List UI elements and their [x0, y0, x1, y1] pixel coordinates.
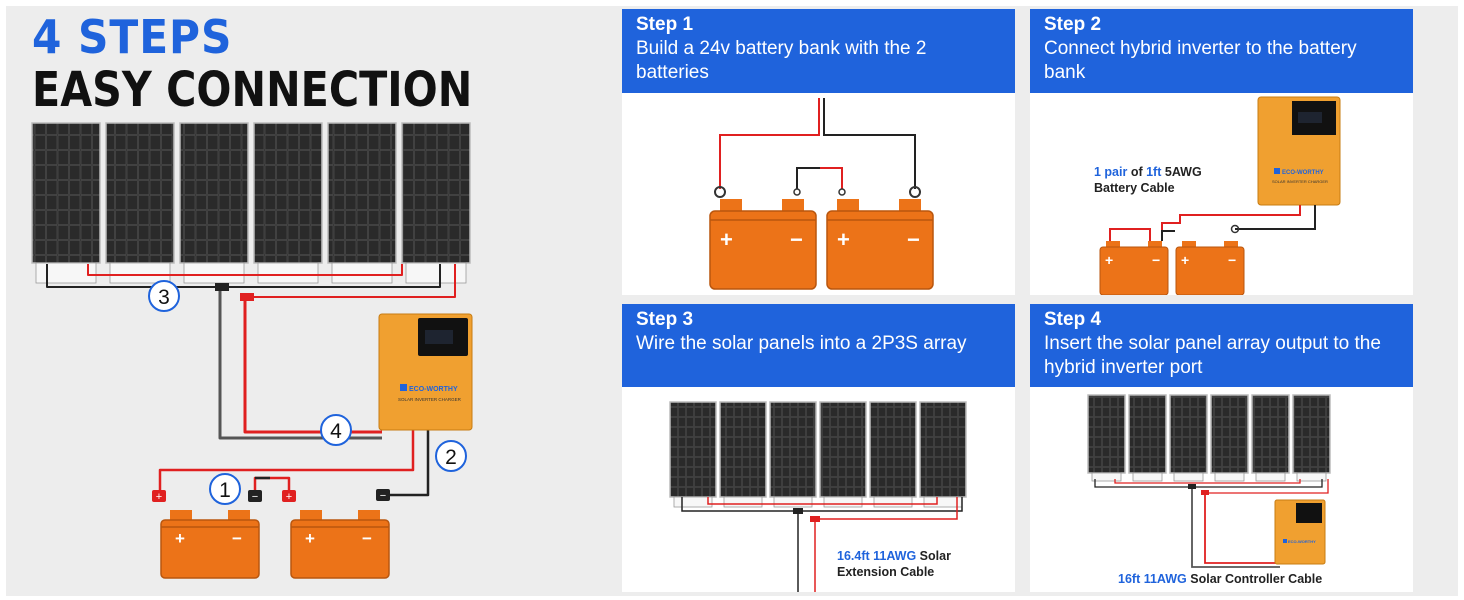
svg-text:4: 4	[330, 420, 342, 443]
step-2-diagram: ECO-WORTHY SOLAR INVERTER CHARGER + − + …	[1099, 96, 1341, 295]
solar-panel	[1087, 394, 1126, 474]
solar-panel	[105, 122, 175, 264]
main-wiring-diagram: + − + − + − + − ECO-WORTHY SOLAR INVERTE…	[31, 122, 473, 579]
solar-panel	[1128, 394, 1167, 474]
solar-panel	[1292, 394, 1331, 474]
step-4-header: Step 4 Insert the solar panel array outp…	[1030, 304, 1413, 387]
svg-text:+: +	[1105, 252, 1113, 268]
solar-panel	[253, 122, 323, 264]
controller-cable-label: 16ft 11AWG Solar Controller Cable	[1118, 572, 1323, 586]
battery: + −	[290, 510, 390, 579]
callout-4: 4	[320, 414, 352, 446]
svg-text:ECO-WORTHY: ECO-WORTHY	[1288, 539, 1316, 544]
svg-text:+: +	[156, 491, 162, 503]
svg-text:−: −	[380, 490, 386, 502]
svg-text:−: −	[362, 529, 372, 548]
junction-box	[1214, 472, 1245, 482]
svg-text:2: 2	[445, 446, 457, 469]
step-3-description: Wire the solar panels into a 2P3S array	[636, 333, 967, 354]
junction-box	[823, 496, 863, 508]
title-easy-connection: EASY CONNECTION	[32, 62, 473, 118]
step-3-label: Step 3	[636, 309, 694, 330]
junction-box	[1173, 472, 1204, 482]
junction-box	[257, 262, 319, 284]
junction-box	[1296, 472, 1327, 482]
step-4-description: Insert the solar panel array output to t…	[1044, 333, 1381, 378]
junction-box	[183, 262, 245, 284]
solar-panel-array	[1087, 394, 1331, 482]
solar-panel	[719, 401, 767, 498]
solar-panel	[327, 122, 397, 264]
svg-text:−: −	[907, 227, 920, 252]
solar-panel-array	[31, 122, 471, 284]
step-2-card: Step 2 Connect hybrid inverter to the ba…	[1030, 9, 1413, 295]
callout-1: 1	[209, 473, 241, 505]
hybrid-inverter: ECO-WORTHY SOLAR INVERTER CHARGER	[378, 313, 473, 431]
step-1-header: Step 1 Build a 24v battery bank with the…	[622, 9, 1015, 93]
junction-box	[109, 262, 171, 284]
junction-box	[1091, 472, 1122, 482]
battery: + −	[160, 510, 260, 579]
svg-text:−: −	[232, 529, 242, 548]
solar-panel	[179, 122, 249, 264]
svg-text:+: +	[837, 227, 850, 252]
extension-cable-label: 16.4ft 11AWG Solar Extension Cable	[837, 549, 951, 579]
svg-text:−: −	[1152, 252, 1160, 268]
svg-text:ECO-WORTHY: ECO-WORTHY	[1282, 170, 1324, 176]
junction-box	[331, 262, 393, 284]
junction-box	[1132, 472, 1163, 482]
branch-connector	[215, 283, 229, 291]
junction-box	[723, 496, 763, 508]
svg-text:−: −	[1228, 252, 1236, 268]
step-1-card: Step 1 Build a 24v battery bank with the…	[622, 9, 1015, 295]
step-4-label: Step 4	[1044, 309, 1102, 330]
svg-text:+: +	[175, 529, 185, 548]
step-4-card: Step 4 Insert the solar panel array outp…	[1030, 304, 1413, 592]
junction-box	[1255, 472, 1286, 482]
step-2-label: Step 2	[1044, 14, 1102, 35]
callout-3: 3	[148, 280, 180, 312]
step-4-diagram: ECO-WORTHY	[1087, 394, 1331, 568]
svg-text:+: +	[720, 227, 733, 252]
branch-connector	[240, 293, 254, 301]
junction-box	[35, 262, 97, 284]
svg-text:1: 1	[219, 479, 231, 502]
callout-2: 2	[435, 440, 467, 472]
svg-text:−: −	[790, 227, 803, 252]
solar-panel	[1210, 394, 1249, 474]
step-3-card: Step 3 Wire the solar panels into a 2P3S…	[622, 304, 1015, 592]
battery-cable-label: 1 pair of 1ft 5AWG Battery Cable	[1094, 165, 1202, 195]
inverter-brand: ECO-WORTHY	[409, 386, 458, 393]
step-2-description: Connect hybrid inverter to the battery b…	[1044, 38, 1357, 83]
junction-box	[773, 496, 813, 508]
solar-panel	[1251, 394, 1290, 474]
solar-panel	[669, 401, 717, 498]
title-steps: 4 STEPS	[32, 10, 233, 64]
inverter-subtitle: SOLAR INVERTER CHARGER	[398, 397, 462, 402]
step-3-diagram	[669, 401, 967, 592]
svg-text:+: +	[286, 491, 292, 503]
step-3-header: Step 3 Wire the solar panels into a 2P3S…	[622, 304, 1015, 387]
solar-panel	[769, 401, 817, 498]
step-1-label: Step 1	[636, 14, 694, 35]
svg-text:−: −	[252, 491, 258, 503]
solar-panel-array	[669, 401, 967, 508]
solar-panel	[1169, 394, 1208, 474]
svg-text:+: +	[1181, 252, 1189, 268]
step-2-header: Step 2 Connect hybrid inverter to the ba…	[1030, 9, 1413, 93]
solar-panel	[31, 122, 101, 264]
step-1-diagram: + − + −	[709, 98, 934, 290]
junction-box	[405, 262, 467, 284]
solar-panel	[869, 401, 917, 498]
solar-panel	[819, 401, 867, 498]
junction-box	[673, 496, 713, 508]
step-1-description: Build a 24v battery bank with the 2 batt…	[636, 38, 927, 83]
svg-text:3: 3	[158, 286, 170, 309]
svg-text:SOLAR INVERTER CHARGER: SOLAR INVERTER CHARGER	[1272, 179, 1328, 184]
solar-panel	[919, 401, 967, 498]
svg-text:+: +	[305, 529, 315, 548]
solar-panel	[401, 122, 471, 264]
junction-box	[873, 496, 913, 508]
